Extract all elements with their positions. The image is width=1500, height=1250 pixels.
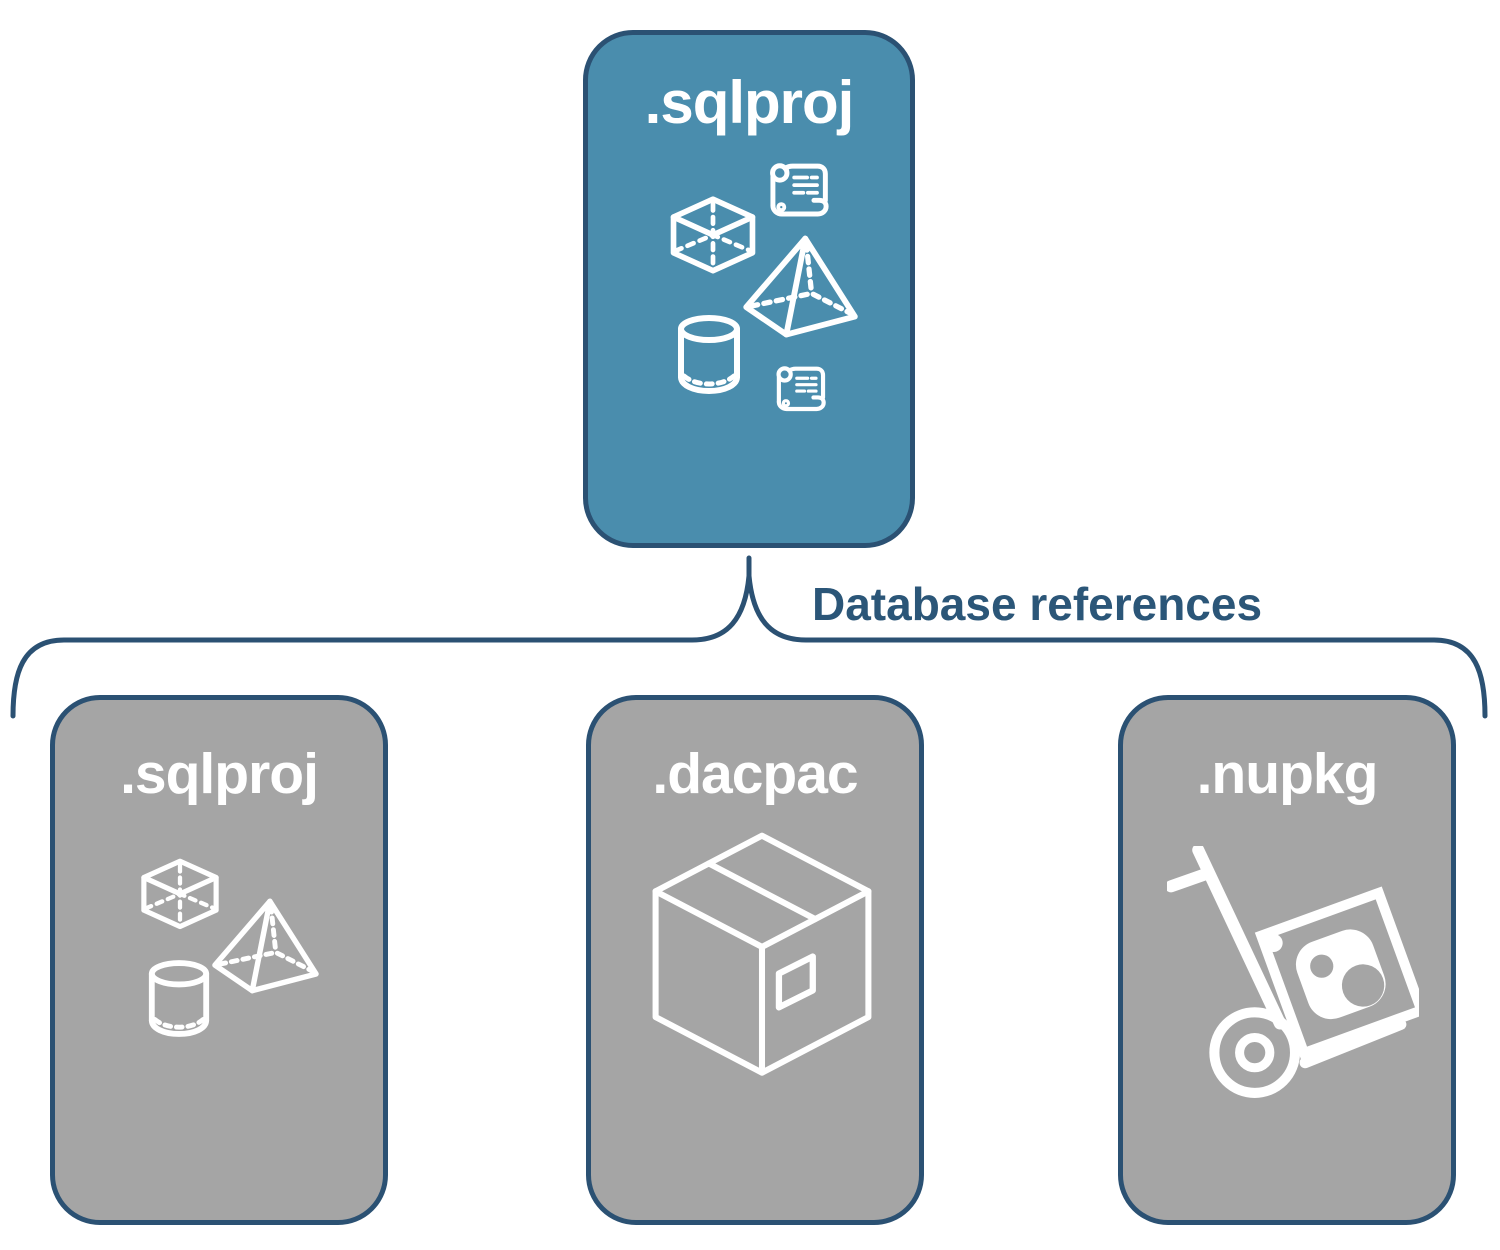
child-node-nupkg: .nupkg (1118, 695, 1456, 1225)
child-node-dacpac: .dacpac (586, 695, 924, 1225)
connector-label: Database references (812, 578, 1263, 630)
pyramid-icon (742, 233, 858, 339)
root-node-sqlproj: .sqlproj (583, 30, 915, 548)
child-node-label: .sqlproj (120, 742, 319, 806)
child-node-label: .dacpac (652, 742, 858, 806)
child-node-sqlproj: .sqlproj (50, 695, 388, 1225)
root-node-label: .sqlproj (644, 69, 855, 136)
script-scroll-icon (760, 157, 836, 233)
script-scroll-icon (768, 361, 832, 425)
pyramid-icon (211, 896, 319, 995)
database-cylinder-icon (145, 960, 213, 1038)
nuget-handtruck-icon (1167, 846, 1419, 1103)
database-cylinder-icon (674, 315, 744, 395)
package-box-icon (641, 826, 883, 1092)
child-node-label: .nupkg (1196, 742, 1379, 806)
